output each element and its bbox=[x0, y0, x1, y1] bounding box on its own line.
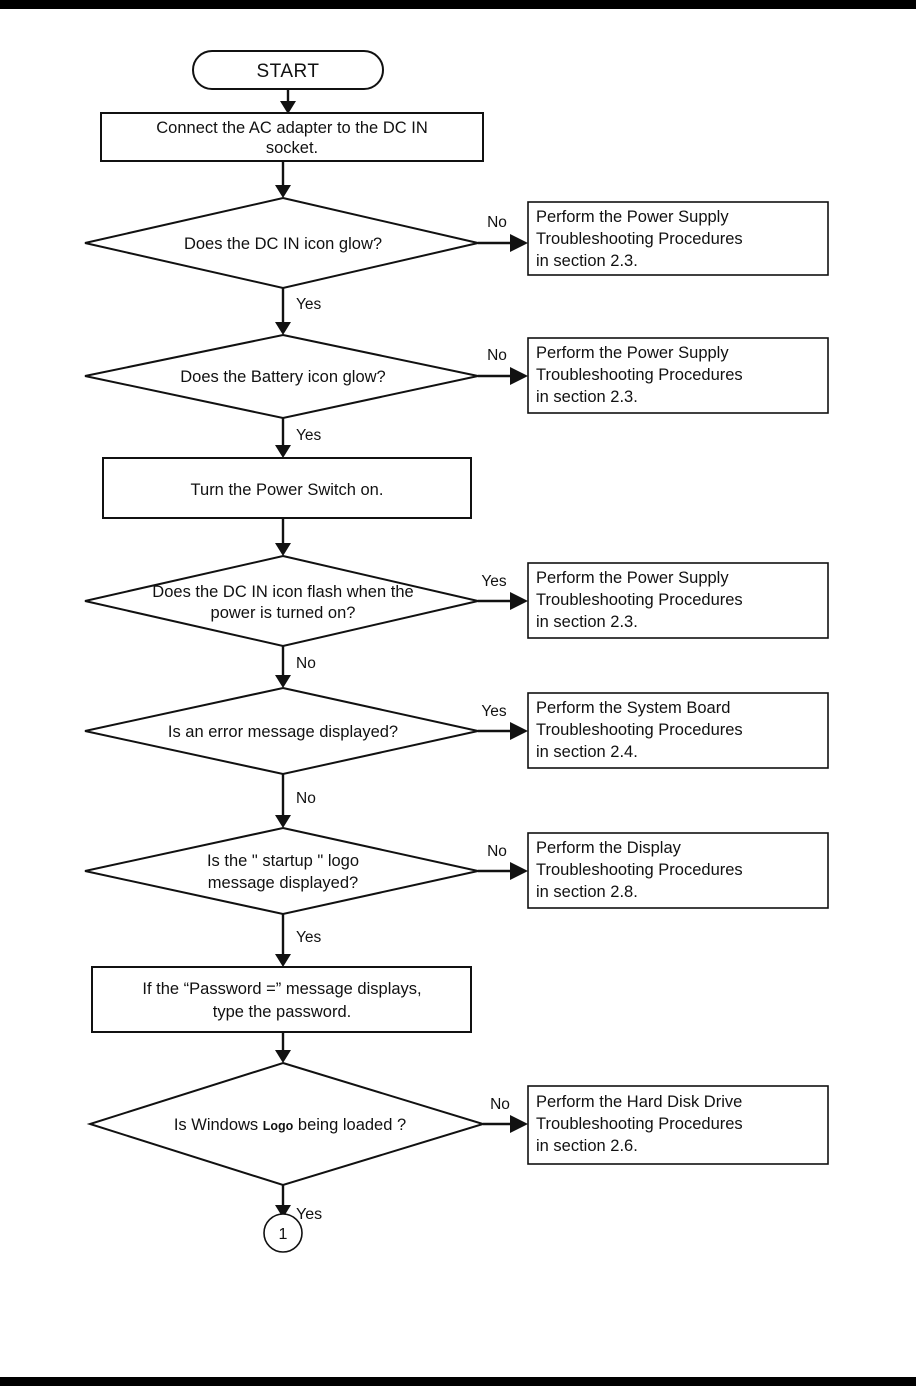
action-box-6-line3: in section 2.6. bbox=[536, 1137, 638, 1155]
node-decision-battery-glow: Does the Battery icon glow? bbox=[84, 333, 479, 420]
node-startup-logo-line1: Is the " startup " logo bbox=[207, 852, 359, 870]
action-box-1-line1: Perform the Power Supply bbox=[536, 208, 729, 226]
node-windows-logo-label: Is Windows Logo being loaded ? bbox=[174, 1116, 406, 1134]
node-connector-one-label: 1 bbox=[279, 1226, 288, 1243]
edge-password-to-windows-logo bbox=[275, 1032, 291, 1063]
node-windows-logo-prefix: Is Windows bbox=[174, 1116, 263, 1134]
action-box-1-line2: Troubleshooting Procedures bbox=[536, 230, 743, 248]
node-windows-logo-emphasis: Logo bbox=[263, 1119, 294, 1133]
node-password-line1: If the “Password =” message displays, bbox=[142, 980, 421, 998]
action-box-power-supply-1: Perform the Power Supply Troubleshooting… bbox=[527, 201, 829, 276]
page-top-border bbox=[0, 0, 916, 9]
action-box-3-line1: Perform the Power Supply bbox=[536, 569, 729, 587]
action-box-5-line3: in section 2.8. bbox=[536, 883, 638, 901]
node-turn-power-switch-on: Turn the Power Switch on. bbox=[102, 457, 472, 519]
branch-label-startup-logo-yes: Yes bbox=[296, 929, 322, 946]
action-box-hard-disk-drive: Perform the Hard Disk Drive Troubleshoot… bbox=[527, 1085, 829, 1165]
action-box-5-line1: Perform the Display bbox=[536, 839, 682, 857]
branch-label-error-message-no: No bbox=[296, 790, 316, 807]
edge-windows-logo-yes: Yes bbox=[275, 1185, 322, 1223]
edge-dcin-flash-no: No bbox=[275, 646, 316, 688]
node-connect-ac-line2: socket. bbox=[266, 139, 318, 157]
branch-label-error-message-yes: Yes bbox=[481, 703, 507, 720]
action-box-2-line2: Troubleshooting Procedures bbox=[536, 366, 743, 384]
branch-label-windows-logo-yes: Yes bbox=[296, 1206, 322, 1223]
action-box-2-line1: Perform the Power Supply bbox=[536, 344, 729, 362]
node-password-prompt: If the “Password =” message displays, ty… bbox=[91, 966, 472, 1033]
node-dc-in-flash-line1: Does the DC IN icon flash when the bbox=[152, 583, 413, 601]
action-box-4-line3: in section 2.4. bbox=[536, 743, 638, 761]
page-bottom-border bbox=[0, 1377, 916, 1386]
edge-dcin-flash-yes: Yes bbox=[478, 573, 528, 610]
edge-windows-logo-no: No bbox=[483, 1096, 528, 1133]
edge-dcin-glow-yes: Yes bbox=[275, 288, 322, 335]
edge-startup-logo-yes: Yes bbox=[275, 914, 322, 967]
edge-start-to-connect bbox=[280, 89, 296, 114]
node-dc-in-glow-label: Does the DC IN icon glow? bbox=[184, 235, 382, 253]
action-box-4-line2: Troubleshooting Procedures bbox=[536, 721, 743, 739]
action-box-display: Perform the Display Troubleshooting Proc… bbox=[527, 832, 829, 909]
branch-label-dcin-glow-yes: Yes bbox=[296, 296, 322, 313]
node-connect-ac-adapter: Connect the AC adapter to the DC IN sock… bbox=[100, 112, 484, 162]
branch-label-battery-glow-no: No bbox=[487, 347, 507, 364]
edge-error-message-yes: Yes bbox=[478, 703, 528, 740]
node-password-line2: type the password. bbox=[213, 1003, 352, 1021]
edge-power-switch-to-dcin-flash bbox=[275, 518, 291, 556]
edge-dcin-glow-no: No bbox=[478, 214, 528, 252]
edge-error-message-no: No bbox=[275, 774, 316, 828]
action-box-6-line1: Perform the Hard Disk Drive bbox=[536, 1093, 742, 1111]
branch-label-startup-logo-no: No bbox=[487, 843, 507, 860]
edge-startup-logo-no: No bbox=[478, 843, 528, 880]
branch-label-battery-glow-yes: Yes bbox=[296, 427, 322, 444]
edge-battery-glow-yes: Yes bbox=[275, 418, 322, 458]
edge-battery-glow-no: No bbox=[478, 347, 528, 385]
action-box-5-line2: Troubleshooting Procedures bbox=[536, 861, 743, 879]
node-startup-logo-line2: message displayed? bbox=[208, 874, 358, 892]
branch-label-windows-logo-no: No bbox=[490, 1096, 510, 1113]
node-decision-dc-in-glow: Does the DC IN icon glow? bbox=[84, 196, 479, 290]
action-box-3-line3: in section 2.3. bbox=[536, 613, 638, 631]
action-box-1-line3: in section 2.3. bbox=[536, 252, 638, 270]
node-decision-error-message: Is an error message displayed? bbox=[84, 686, 479, 776]
node-decision-startup-logo: Is the " startup " logo message displaye… bbox=[84, 826, 479, 916]
branch-label-dcin-flash-no: No bbox=[296, 655, 316, 672]
action-box-system-board: Perform the System Board Troubleshooting… bbox=[527, 692, 829, 769]
branch-label-dcin-flash-yes: Yes bbox=[481, 573, 507, 590]
action-box-6-line2: Troubleshooting Procedures bbox=[536, 1115, 743, 1133]
node-start-label: START bbox=[256, 61, 319, 82]
node-decision-dc-in-flash: Does the DC IN icon flash when the power… bbox=[84, 554, 479, 648]
node-decision-windows-logo: Is Windows Logo being loaded ? bbox=[86, 1061, 487, 1187]
node-windows-logo-suffix: being loaded ? bbox=[293, 1116, 406, 1134]
action-box-power-supply-3: Perform the Power Supply Troubleshooting… bbox=[527, 562, 829, 639]
edge-connect-to-dcin-glow bbox=[275, 161, 291, 198]
action-box-4-line1: Perform the System Board bbox=[536, 699, 730, 717]
node-start: START bbox=[192, 50, 384, 90]
node-connect-ac-line1: Connect the AC adapter to the DC IN bbox=[156, 119, 428, 137]
node-dc-in-flash-line2: power is turned on? bbox=[211, 604, 356, 622]
node-battery-glow-label: Does the Battery icon glow? bbox=[180, 368, 385, 386]
node-connector-one: 1 bbox=[263, 1213, 303, 1253]
action-box-2-line3: in section 2.3. bbox=[536, 388, 638, 406]
action-box-3-line2: Troubleshooting Procedures bbox=[536, 591, 743, 609]
action-box-power-supply-2: Perform the Power Supply Troubleshooting… bbox=[527, 337, 829, 414]
node-power-switch-label: Turn the Power Switch on. bbox=[191, 481, 384, 499]
node-error-message-label: Is an error message displayed? bbox=[168, 723, 398, 741]
branch-label-dcin-glow-no: No bbox=[487, 214, 507, 231]
